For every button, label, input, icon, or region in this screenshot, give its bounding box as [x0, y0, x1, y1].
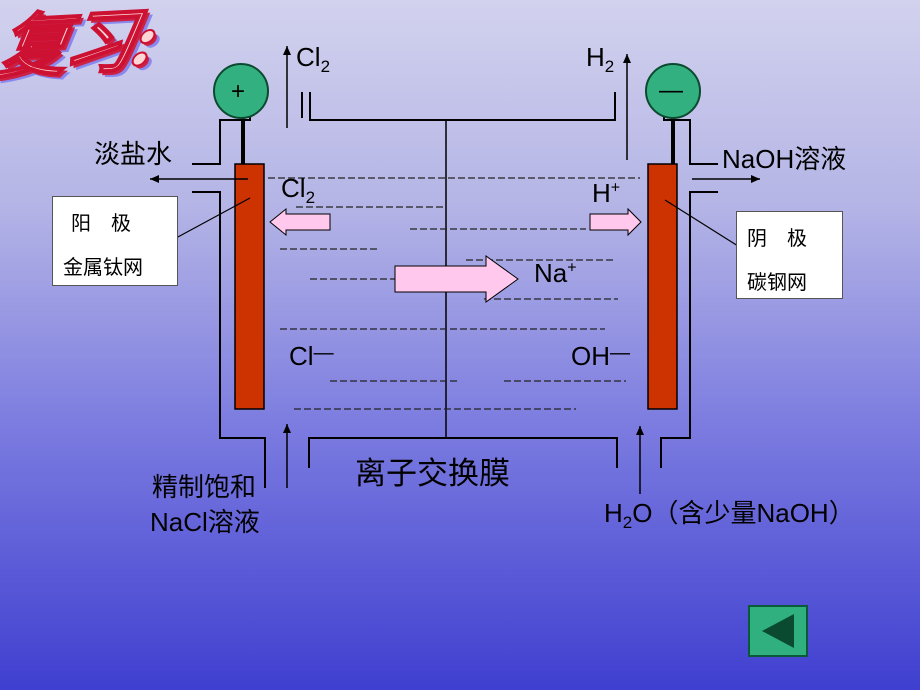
label-naoh-solution: NaOH溶液 — [722, 144, 847, 174]
cathode-box-material: 碳钢网 — [747, 270, 807, 294]
label-depleted-brine: 淡盐水 — [94, 139, 173, 169]
cathode-electrode — [647, 163, 678, 410]
na-plus-transfer-arrow — [394, 255, 519, 303]
label-cl2-top: Cl2 — [296, 42, 331, 77]
anode-plus-symbol: + — [231, 78, 246, 105]
cell-bottom — [308, 437, 618, 468]
label-na-plus: Na+ — [534, 258, 577, 288]
label-cl-minus: Cl— — [289, 341, 334, 371]
cathode-box-title: 阴 极 — [747, 226, 807, 250]
label-brine-inlet-line2: NaCl溶液 — [150, 507, 260, 537]
cathode-terminal — [645, 63, 701, 119]
anode-terminal — [213, 63, 269, 119]
h-plus-right-arrow — [589, 207, 642, 237]
cell-left-wall-bottom — [192, 191, 266, 488]
cell-right-wall-bottom — [660, 191, 718, 468]
anode-pointer-line — [175, 197, 251, 239]
label-brine-inlet-line1: 精制饱和 — [152, 472, 257, 502]
back-button[interactable] — [748, 605, 808, 657]
label-water-inlet: H2O（含少量NaOH） — [604, 498, 855, 533]
label-h2-top: H2 — [586, 42, 615, 77]
cathode-minus-symbol: — — [659, 77, 683, 104]
cathode-label-box: 阴 极 碳钢网 — [736, 211, 843, 299]
cl2-left-arrow — [269, 207, 331, 237]
anode-electrode — [234, 163, 265, 410]
label-cl2-in-cell: Cl2 — [281, 173, 316, 208]
cell-lid — [309, 92, 616, 121]
anode-box-material: 金属钛网 — [63, 255, 143, 279]
anode-label-box: 阳 极 金属钛网 — [52, 196, 178, 286]
label-ion-exchange-membrane: 离子交换膜 — [355, 456, 510, 491]
anode-box-title: 阳 极 — [71, 211, 131, 235]
back-triangle-icon — [762, 614, 794, 648]
label-h-plus: H+ — [592, 178, 621, 208]
label-oh-minus: OH— — [571, 341, 630, 371]
cathode-pointer-line — [664, 199, 739, 247]
